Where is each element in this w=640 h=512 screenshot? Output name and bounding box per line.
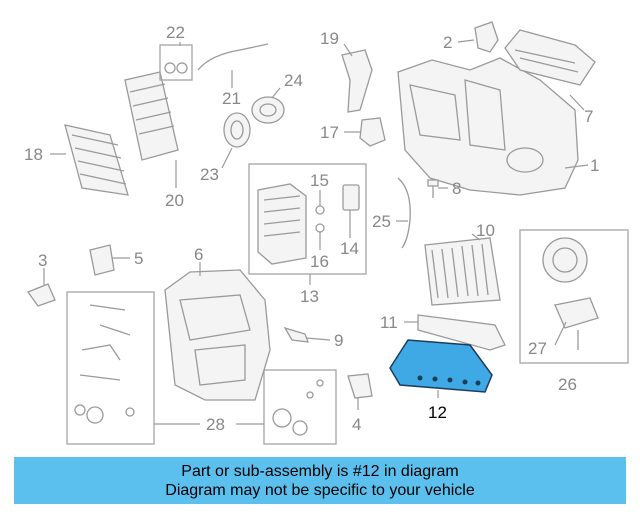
callout-4: 4	[352, 415, 361, 434]
callout-1: 1	[590, 156, 599, 175]
hvac-housing	[397, 29, 596, 196]
info-banner: Part or sub-assembly is #12 in diagram D…	[14, 457, 626, 504]
callout-24: 24	[284, 71, 303, 90]
callout-25: 25	[372, 212, 391, 231]
part-10-filter	[424, 237, 501, 306]
banner-line-1: Part or sub-assembly is #12 in diagram	[181, 462, 459, 480]
callout-18: 18	[24, 145, 43, 164]
part-23-gasket	[223, 112, 251, 148]
callout-26: 26	[558, 375, 577, 394]
callout-11: 11	[380, 313, 398, 332]
linkage-parts	[74, 304, 324, 436]
banner-line-2: Diagram may not be specific to your vehi…	[165, 481, 475, 499]
part-2-bracket	[474, 21, 499, 53]
callout-7: 7	[584, 107, 593, 126]
part-4-actuator	[347, 373, 373, 399]
part-26-blower	[542, 237, 599, 350]
part-11-seal	[417, 314, 506, 351]
callout-labels: 1 2 3 4 5 6 7 8 9 10 11 12 13 14 15 16 1…	[24, 23, 599, 434]
callout-20: 20	[165, 191, 184, 210]
part-12-highlighted	[389, 339, 493, 393]
callout-21: 21	[222, 89, 241, 108]
part-16-oring	[315, 223, 325, 233]
part-14-valve	[342, 184, 360, 211]
part-8-screw	[427, 179, 439, 198]
evaporator	[257, 183, 307, 265]
callout-15: 15	[310, 171, 329, 190]
part-20-core	[124, 71, 179, 161]
group-box-28	[66, 291, 155, 445]
callout-23: 23	[200, 165, 219, 184]
callout-6: 6	[194, 245, 203, 264]
group-box-28-hardware	[263, 369, 337, 445]
callout-2: 2	[443, 33, 452, 52]
callout-19: 19	[320, 29, 339, 48]
group-box-13	[248, 163, 367, 275]
callout-27: 27	[528, 339, 547, 358]
callout-3: 3	[38, 251, 47, 270]
part-6-housing	[164, 269, 271, 401]
group-box-26	[519, 229, 629, 364]
callout-17: 17	[320, 123, 339, 142]
part-19-bracket	[341, 49, 373, 113]
part-22-seals	[159, 44, 193, 81]
callout-5: 5	[134, 249, 143, 268]
part-5-actuator	[89, 244, 115, 276]
part-24-gasket	[251, 96, 285, 124]
part-17-actuator	[359, 117, 386, 147]
callout-9: 9	[334, 331, 343, 350]
part-18-heater-core	[64, 124, 129, 196]
part-15-oring	[315, 205, 325, 215]
callout-28: 28	[206, 415, 225, 434]
callout-16: 16	[310, 252, 329, 271]
part-25-hose	[397, 177, 411, 249]
callout-12: 12	[428, 403, 447, 422]
callout-13: 13	[300, 287, 319, 306]
callout-8: 8	[452, 179, 461, 198]
part-9-sensor	[283, 326, 309, 343]
parts-diagram: 1 2 3 4 5 6 7 8 9 10 11 12 13 14 15 16 1…	[24, 21, 629, 445]
callout-10: 10	[476, 221, 495, 240]
callout-14: 14	[340, 239, 359, 258]
part-21-pipe	[197, 43, 269, 71]
part-12-shape	[389, 339, 493, 393]
part-3-bracket	[26, 283, 56, 307]
leader-lines	[43, 39, 589, 425]
callout-22: 22	[166, 23, 185, 42]
